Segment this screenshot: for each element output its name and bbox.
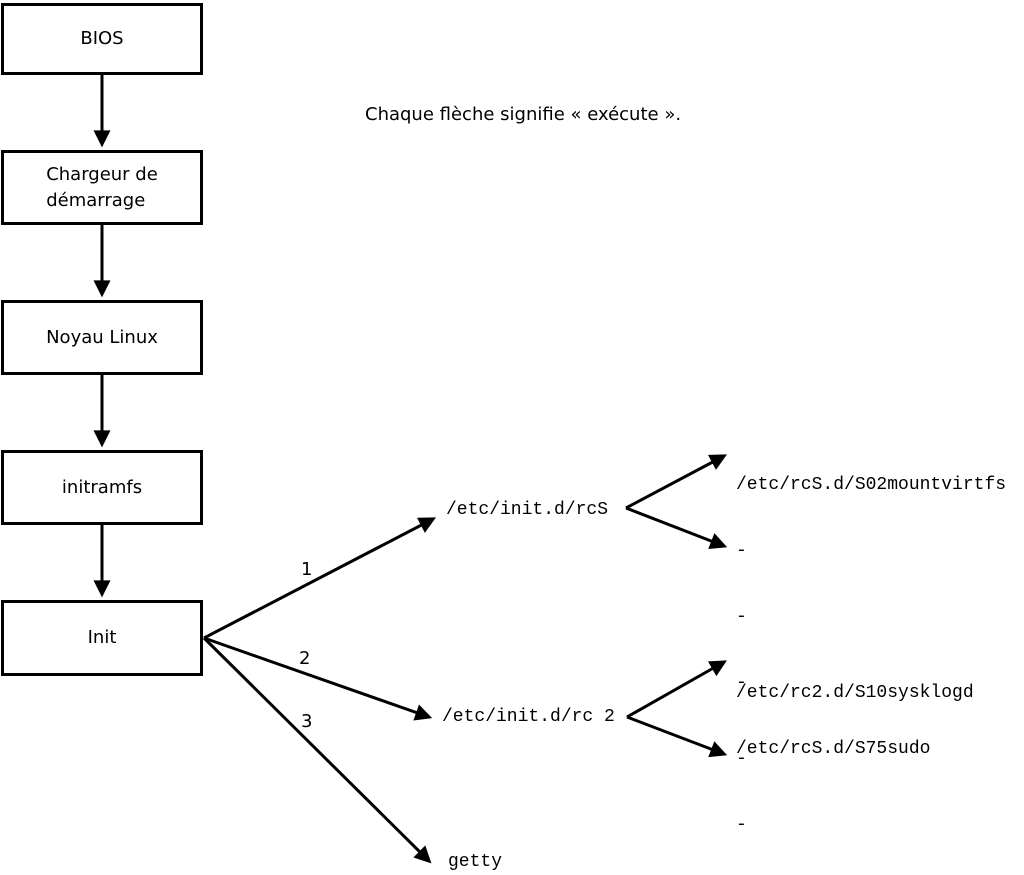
box-bootloader-label: Chargeur de démarrage xyxy=(46,162,158,214)
rcs-scripts-list: /etc/rcS.d/S02mountvirtfs - - - /etc/rcS… xyxy=(736,432,1006,802)
script-line-ellipsis: - xyxy=(736,815,747,835)
box-bootloader: Chargeur de démarrage xyxy=(1,150,203,225)
box-kernel-label: Noyau Linux xyxy=(46,326,158,348)
box-bootloader-label-line2: démarrage xyxy=(46,189,146,211)
arrow-rcs-to-first-script xyxy=(625,454,728,510)
script-line: /etc/rcS.d/S02mountvirtfs xyxy=(736,475,1007,495)
script-line-ellipsis: - xyxy=(736,541,747,561)
box-bios-label: BIOS xyxy=(80,28,124,49)
rc2-script-label: /etc/init.d/rc 2 xyxy=(442,707,615,727)
arrow-init-to-rc2 xyxy=(203,636,433,721)
box-kernel: Noyau Linux xyxy=(1,300,203,375)
script-line-ellipsis: - xyxy=(736,749,747,769)
branch-number-3: 3 xyxy=(301,711,313,732)
script-line: /etc/rcS.d/S75sudo xyxy=(736,739,931,759)
script-line-ellipsis: - xyxy=(736,607,747,627)
arrow-rc2-to-first-script xyxy=(626,660,727,719)
rcs-script-label: /etc/init.d/rcS xyxy=(446,500,609,520)
branch-number-1: 1 xyxy=(301,559,313,580)
arrow-rcs-to-last-script xyxy=(625,506,728,550)
arrow-init-to-getty xyxy=(202,636,432,864)
script-line: /etc/rc2.d/S10sysklogd xyxy=(736,683,974,703)
box-initramfs: initramfs xyxy=(1,450,203,525)
legend-note: Chaque flèche signifie « exécute ». xyxy=(365,104,682,125)
box-init-label: Init xyxy=(87,627,117,648)
script-line-ellipsis: - xyxy=(736,673,747,693)
getty-label: getty xyxy=(448,852,503,872)
rc2-scripts-list: /etc/rc2.d/S10sysklogd - - - /etc/rc2.d/… xyxy=(736,640,974,875)
box-bios: BIOS xyxy=(1,3,203,75)
box-init: Init xyxy=(1,600,203,676)
arrow-rc2-to-last-script xyxy=(626,715,728,758)
arrow-init-to-rcs xyxy=(203,517,437,640)
branch-number-2: 2 xyxy=(299,648,311,669)
box-bootloader-label-line1: Chargeur de xyxy=(46,163,158,185)
box-initramfs-label: initramfs xyxy=(61,476,143,498)
